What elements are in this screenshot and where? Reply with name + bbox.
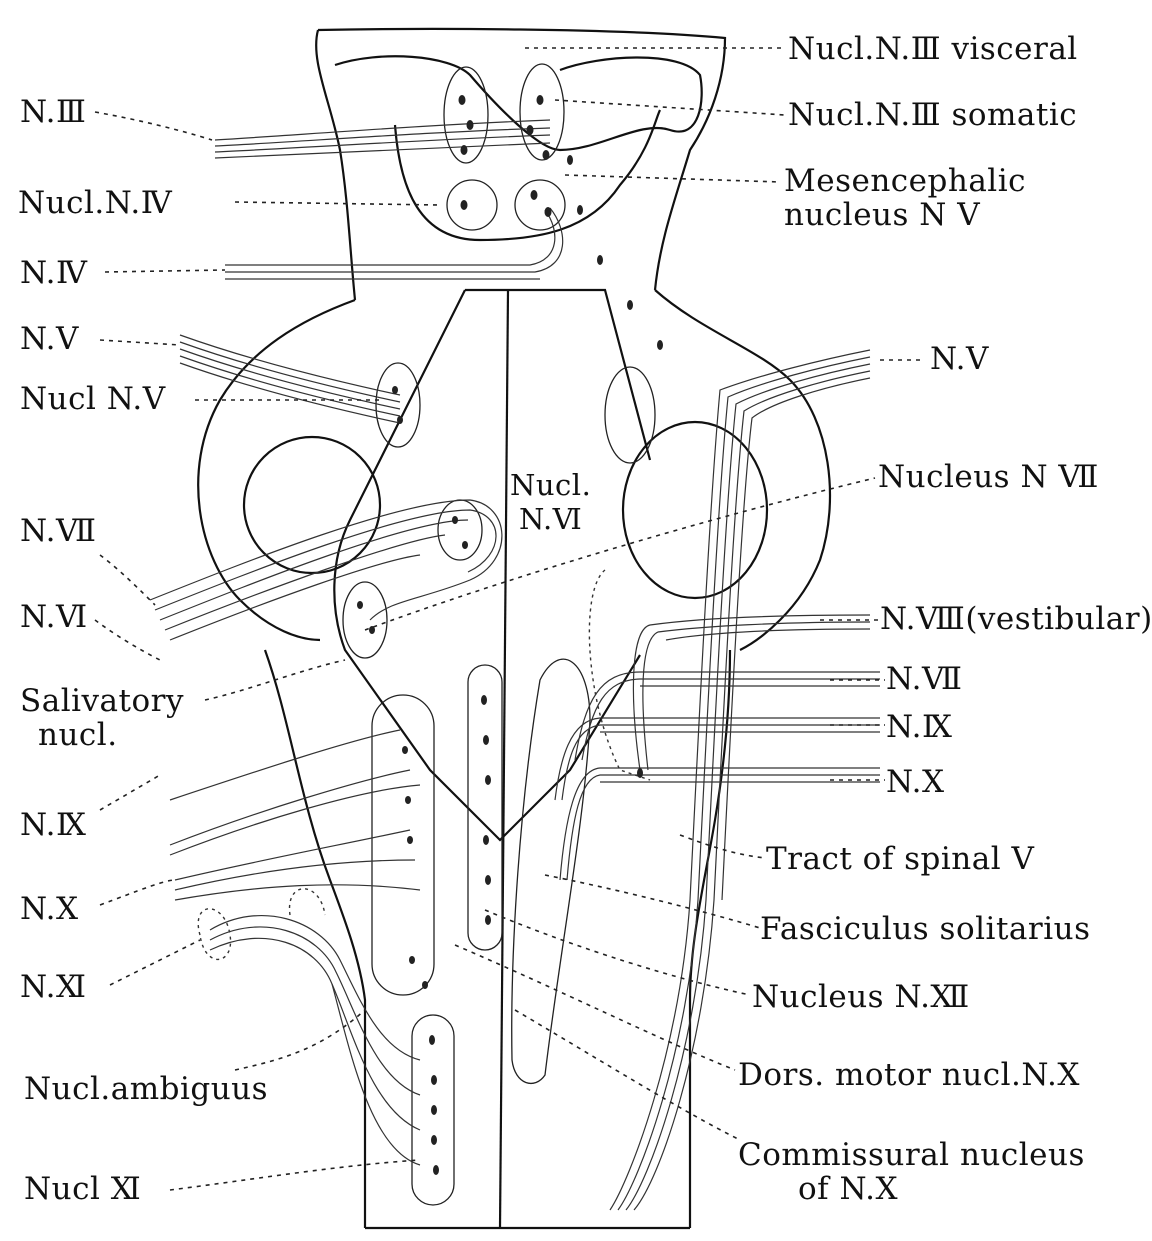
label-n7-left: N.Ⅶ — [20, 513, 97, 549]
label-tract-spinal-5: Tract of spinal Ⅴ — [766, 841, 1035, 877]
label-nucl-11: Nucl Ⅺ — [24, 1171, 142, 1207]
label-mesencephalic-line1: Mesencephalic — [784, 163, 1026, 199]
label-n9-left: N.Ⅸ — [20, 807, 87, 843]
label-salivatory-nucl: Salivatory nucl. — [20, 684, 184, 752]
label-mesencephalic-line2: nucleus N Ⅴ — [784, 197, 981, 233]
label-n3-left: N.Ⅲ — [20, 94, 87, 130]
label-nucl-n6-line1: Nucl. — [510, 468, 592, 502]
label-mesencephalic-nucleus: Mesencephalic nucleus N Ⅴ — [784, 164, 1026, 232]
label-nucl-n6: Nucl. N.Ⅵ — [510, 468, 591, 536]
label-commissural-line2: of N.Ⅹ — [798, 1171, 899, 1207]
label-n11: N.Ⅺ — [20, 969, 87, 1005]
nerve-fibers — [149, 119, 880, 1211]
cell-bodies — [357, 95, 663, 1175]
label-commissural-line1: Commissural nucleus — [738, 1137, 1085, 1173]
label-salivatory-line1: Salivatory — [20, 683, 184, 719]
label-nucl-n3-somatic: Nucl.N.Ⅲ somatic — [788, 97, 1078, 133]
label-n9-right: N.Ⅸ — [886, 709, 953, 745]
label-nucl-n4: Nucl.N.Ⅳ — [18, 185, 173, 221]
label-dors-motor-nucl: Dors. motor nucl.N.Ⅹ — [738, 1057, 1080, 1093]
label-n8-vestibular: N.Ⅷ(vestibular) — [880, 601, 1152, 637]
label-n5-right: N.Ⅴ — [930, 341, 989, 377]
label-n6: N.Ⅵ — [20, 599, 88, 635]
label-fasciculus-solitarius: Fasciculus solitarius — [760, 911, 1091, 947]
brainstem-outline — [197, 27, 832, 1230]
label-nucleus-n7: Nucleus N Ⅶ — [878, 459, 1099, 495]
label-n7-right: N.Ⅶ — [886, 661, 963, 697]
label-nucl-n6-line2: N.Ⅵ — [518, 502, 583, 536]
label-nucl-n5: Nucl N.Ⅴ — [20, 381, 166, 417]
label-nucl-ambiguus: Nucl.ambiguus — [24, 1071, 269, 1107]
leader-lines — [94, 47, 925, 1191]
label-commissural-nucleus: Commissural nucleus of N.Ⅹ — [738, 1138, 1085, 1206]
label-n5-left: N.Ⅴ — [20, 321, 79, 357]
label-salivatory-line2: nucl. — [38, 717, 118, 753]
label-nucleus-n12: Nucleus N.Ⅻ — [752, 979, 970, 1015]
label-n4: N.Ⅳ — [20, 255, 88, 291]
label-n10-left: N.Ⅹ — [20, 891, 79, 927]
label-n10-right: N.Ⅹ — [886, 764, 945, 800]
label-nucl-n3-visceral: Nucl.N.Ⅲ visceral — [788, 31, 1078, 67]
